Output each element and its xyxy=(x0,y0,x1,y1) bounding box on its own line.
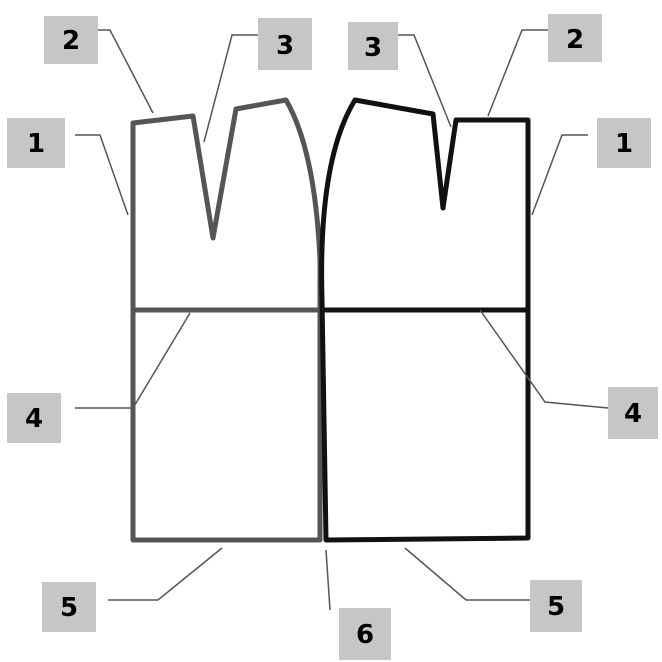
callout-left-2: 2 xyxy=(44,16,98,64)
callout-label: 6 xyxy=(356,620,374,650)
callout-center-6: 6 xyxy=(339,608,391,660)
leader-right-5 xyxy=(405,548,530,600)
callout-label: 3 xyxy=(364,33,382,63)
leader-right-1 xyxy=(532,135,588,215)
callout-right-5: 5 xyxy=(530,580,582,632)
leader-left-1 xyxy=(75,135,128,215)
callout-right-1: 1 xyxy=(597,118,651,168)
left-piece-outline xyxy=(133,100,320,540)
leader-left-5 xyxy=(108,548,222,600)
callout-left-5: 5 xyxy=(42,582,96,632)
callout-label: 1 xyxy=(27,129,45,159)
leader-right-4 xyxy=(480,310,608,408)
callout-label: 5 xyxy=(60,593,78,623)
right-pattern-piece xyxy=(320,100,528,540)
callout-right-3: 3 xyxy=(348,22,398,70)
callout-right-2: 2 xyxy=(548,14,602,62)
callout-left-4: 4 xyxy=(7,393,61,443)
callout-label: 2 xyxy=(62,26,80,56)
callout-label: 4 xyxy=(25,404,43,434)
callout-label: 1 xyxy=(615,129,633,159)
callout-left-3: 3 xyxy=(258,18,312,70)
right-piece-outline xyxy=(322,100,528,540)
callout-label: 2 xyxy=(566,25,584,55)
leader-center-6 xyxy=(326,550,330,610)
callout-label: 5 xyxy=(547,592,565,622)
callout-label: 3 xyxy=(276,31,294,61)
callout-right-4: 4 xyxy=(608,387,658,439)
callout-left-1: 1 xyxy=(7,118,65,168)
callout-label: 4 xyxy=(624,399,642,429)
left-pattern-piece xyxy=(133,100,320,540)
leader-left-2 xyxy=(98,30,153,113)
leader-right-2 xyxy=(488,30,548,116)
